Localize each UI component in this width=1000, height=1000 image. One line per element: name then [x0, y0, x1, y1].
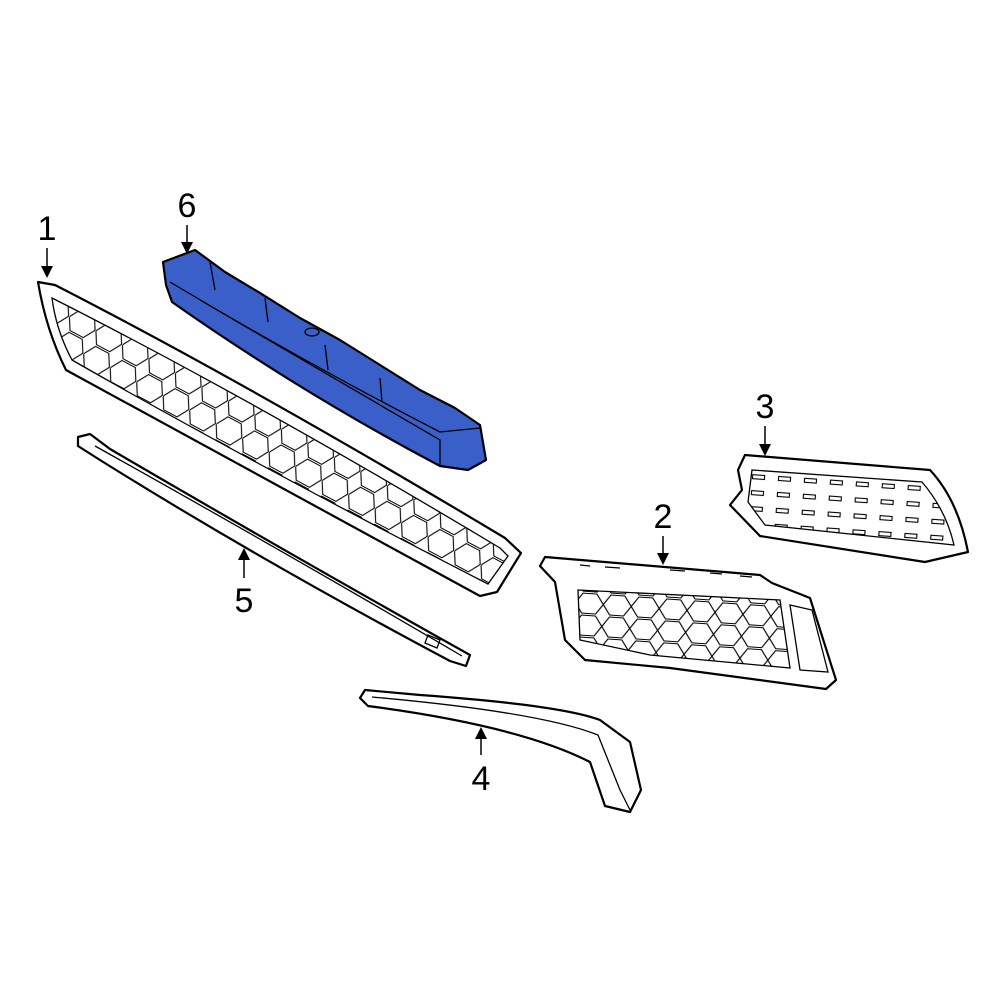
- callout-label-6: 6: [178, 187, 197, 225]
- callout-label-3: 3: [756, 388, 775, 426]
- callout-3: 3: [756, 388, 775, 456]
- part-6-energy-absorber[interactable]: [161, 248, 488, 472]
- callout-4: 4: [472, 727, 491, 798]
- part-3-grille-insert[interactable]: [728, 453, 970, 564]
- arrow-icon: [475, 727, 487, 739]
- arrow-icon: [759, 444, 771, 456]
- part-5-lower-strip[interactable]: [76, 432, 472, 668]
- callout-label-5: 5: [235, 582, 254, 620]
- callout-5: 5: [235, 548, 254, 620]
- callout-2: 2: [654, 498, 673, 565]
- part-2-fog-grille[interactable]: [538, 555, 838, 691]
- arrow-icon: [657, 553, 669, 565]
- callout-label-2: 2: [654, 498, 673, 536]
- callout-label-1: 1: [38, 210, 57, 248]
- callout-1: 1: [38, 210, 57, 278]
- arrow-icon: [238, 548, 250, 560]
- arrow-icon: [41, 266, 53, 278]
- part-1-lower-grille[interactable]: [36, 280, 523, 598]
- callout-label-4: 4: [472, 760, 491, 798]
- part-4-trim-moulding[interactable]: [358, 688, 643, 814]
- arrow-icon: [181, 242, 193, 254]
- callout-6: 6: [178, 187, 197, 254]
